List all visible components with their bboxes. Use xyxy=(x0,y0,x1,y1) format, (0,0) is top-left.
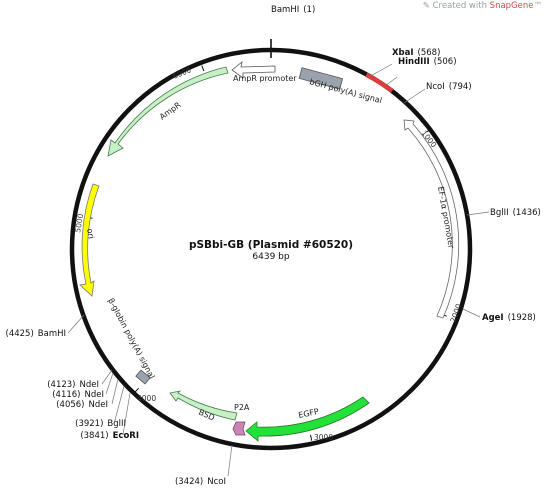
site-label-hindiii[interactable]: HindIII(506) xyxy=(398,57,457,67)
feature-p2a-arrow[interactable] xyxy=(232,421,246,436)
snapgene-credit: ✎ Created with SnapGene™ xyxy=(423,1,542,11)
site-label-ncoi-794[interactable]: NcoI(794) xyxy=(426,82,472,92)
scale-tick xyxy=(134,387,140,393)
site-label-agei[interactable]: AgeI(1928) xyxy=(482,313,536,323)
tick-label: 5000 xyxy=(73,213,85,234)
feature-bsd-arrow[interactable] xyxy=(169,390,238,421)
site-label-bamhi-1[interactable]: BamHI(1) xyxy=(271,5,315,15)
feature-label-ampr-promoter: AmpR promoter xyxy=(233,74,297,83)
site-label-xbai[interactable]: XbaI(568) xyxy=(392,48,440,58)
credit-tm: ™ xyxy=(533,1,543,11)
feature-label-ori: ori xyxy=(85,228,96,240)
site-label-ndei-4123[interactable]: (4123)NdeI xyxy=(47,380,99,390)
plasmid-name: pSBbi-GB (Plasmid #60520) xyxy=(189,239,353,251)
site-label-bglii-1436[interactable]: BglII(1436) xyxy=(490,208,541,218)
feature-egfp-arrow[interactable] xyxy=(245,396,370,442)
scale-tick xyxy=(201,65,205,72)
tick-label: 3000 xyxy=(314,433,333,442)
snapgene-logo-icon: ✎ xyxy=(422,1,430,11)
tick-label: 6000 xyxy=(171,65,192,81)
mcs-highlight xyxy=(365,72,394,93)
tick-label: 4000 xyxy=(137,394,156,403)
site-label-bamhi-4425[interactable]: (4425)BamHI xyxy=(6,329,66,339)
feature-label-ampr: AmpR xyxy=(158,100,183,122)
site-label-ndei-4056[interactable]: (4056)NdeI xyxy=(56,400,108,410)
credit-brand: SnapGene xyxy=(489,1,534,11)
site-label-ecori[interactable]: (3841)EcoRI xyxy=(80,431,139,441)
site-label-bglii-3921[interactable]: (3921)BglII xyxy=(75,419,126,429)
feature-label-p2a: P2A xyxy=(234,403,250,412)
plasmid-size: 6439 bp xyxy=(252,252,289,262)
feature-ori-arrow[interactable] xyxy=(79,183,100,297)
feature-label-egfp: EGFP xyxy=(298,407,320,420)
scale-tick xyxy=(426,127,432,133)
site-label-ndei-4116[interactable]: (4116)NdeI xyxy=(52,390,104,400)
feature-label-bgh: bGH poly(A) signal xyxy=(308,77,382,105)
feature-ampr-arrow[interactable] xyxy=(107,66,229,157)
feature-bgh-box[interactable] xyxy=(298,67,344,90)
site-label-ncoi-3424[interactable]: (3424)NcoI xyxy=(175,477,226,487)
scale-tick xyxy=(310,434,313,441)
feature-ampr-promoter-arrow[interactable] xyxy=(231,61,276,79)
feature-ef1a-arrow[interactable] xyxy=(403,119,460,319)
feature-bglobin-box[interactable] xyxy=(135,369,151,385)
credit-prefix: Created with xyxy=(432,1,487,11)
site-leader-lines xyxy=(67,63,490,477)
